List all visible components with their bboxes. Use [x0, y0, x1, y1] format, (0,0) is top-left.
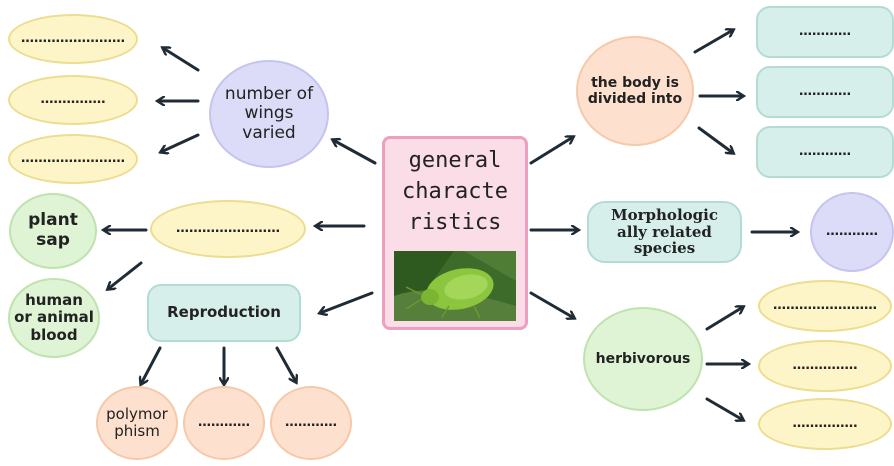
wings-answer-blank-1: …………………… [21, 32, 125, 47]
morphology-answer-circle[interactable]: ………… [810, 192, 894, 272]
morphology-label: Morphologic ally related species [595, 207, 735, 257]
wings-topic-circle: number of wings varied [209, 60, 329, 168]
plant-sap-circle: plant sap [9, 193, 97, 269]
wings-topic-label: number of wings varied [220, 85, 318, 144]
body-answer-blank-3: ………… [799, 145, 851, 160]
polymorphism-label: polymor phism [102, 406, 172, 441]
plant-sap-label: plant sap [23, 211, 83, 250]
blood-label: human or animal blood [14, 292, 94, 344]
reproduction-label: Reproduction [167, 304, 281, 321]
food-answer-blank: …………………… [176, 222, 280, 237]
wings-answer-blank-2: …………… [41, 93, 106, 108]
central-topic-box: general characte ristics [382, 136, 528, 330]
herbivorous-answer-oval-1[interactable]: …………………… [758, 280, 892, 332]
green-stink-bug-photo [394, 251, 516, 321]
morphology-box: Morphologic ally related species [587, 201, 742, 263]
wings-answer-oval-3[interactable]: …………………… [8, 134, 138, 184]
herbivorous-answer-oval-3[interactable]: …………… [758, 398, 892, 450]
herbivorous-answer-blank-2: …………… [793, 359, 858, 374]
reproduction-answer-blank-1: ………… [198, 416, 250, 431]
herbivorous-answer-oval-2[interactable]: …………… [758, 340, 892, 392]
title-line-1: general [385, 145, 525, 176]
body-answer-box-2[interactable]: ………… [756, 66, 894, 118]
body-answer-box-3[interactable]: ………… [756, 126, 894, 178]
wings-answer-oval-1[interactable]: …………………… [8, 14, 138, 64]
body-divided-circle: the body is divided into [576, 36, 694, 146]
polymorphism-circle: polymor phism [96, 386, 178, 460]
body-answer-blank-2: ………… [799, 85, 851, 100]
reproduction-answer-circle-1[interactable]: ………… [183, 386, 265, 460]
reproduction-answer-circle-2[interactable]: ………… [270, 386, 352, 460]
wings-answer-blank-3: …………………… [21, 152, 125, 167]
title-line-3: ristics [385, 207, 525, 238]
reproduction-box: Reproduction [147, 284, 301, 342]
herbivorous-answer-blank-1: …………………… [773, 299, 877, 314]
herbivorous-answer-blank-3: …………… [793, 417, 858, 432]
title-line-2: characte [385, 176, 525, 207]
wings-answer-oval-2[interactable]: …………… [8, 75, 138, 125]
central-topic-title: general characte ristics [385, 145, 525, 238]
body-divided-label: the body is divided into [587, 75, 683, 107]
herbivorous-label: herbivorous [596, 351, 691, 367]
reproduction-answer-blank-2: ………… [285, 416, 337, 431]
herbivorous-circle: herbivorous [583, 307, 703, 411]
body-answer-box-1[interactable]: ………… [756, 6, 894, 58]
blood-circle: human or animal blood [8, 278, 100, 358]
food-answer-oval[interactable]: …………………… [150, 200, 306, 258]
body-answer-blank-1: ………… [799, 25, 851, 40]
morphology-answer-blank: ………… [826, 225, 878, 240]
